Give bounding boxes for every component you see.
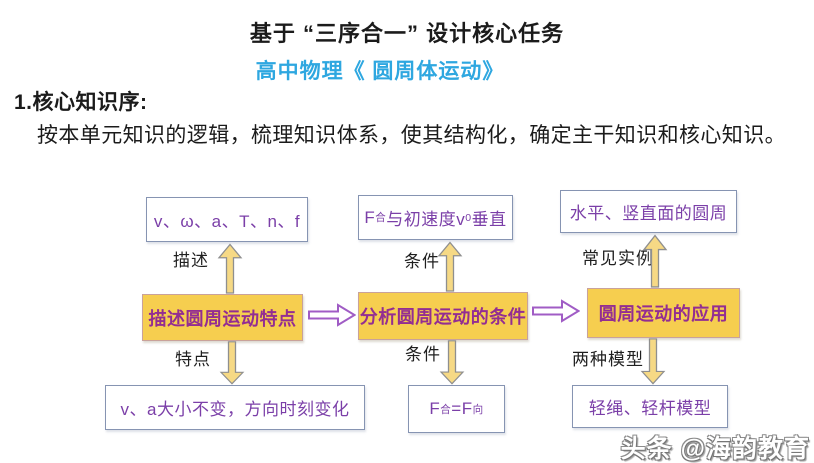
section-heading: 1.核心知识序: [14,91,148,114]
main-box-applications: 圆周运动的应用 [587,288,740,338]
down-arrow-icon [640,338,666,385]
main-box-describe-features: 描述圆周运动特点 [142,294,303,341]
box-rope-rod-models: 轻绳、轻杆模型 [572,385,728,428]
down-arrow-icon [219,341,245,385]
watermark-text: 头条 @海韵教育 [620,435,810,463]
up-arrow-icon [642,234,668,288]
label-common-examples: 常见实例 [582,249,654,268]
page-title: 基于 “三序合一” 设计核心任务 [249,21,565,46]
box-quantities: v、ω、a、T、n、f [146,197,308,242]
box-circle-planes: 水平、竖直面的圆周 [560,190,737,233]
main-box-analyze-conditions: 分析圆周运动的条件 [358,292,528,340]
right-arrow-icon [532,299,580,323]
label-condition-bottom: 条件 [405,345,441,364]
up-arrow-icon [217,243,243,294]
box-magnitude-direction: v、a大小不变，方向时刻变化 [105,385,365,430]
section-body-text: 按本单元知识的逻辑，梳理知识体系，使其结构化，确定主干知识和核心知识。 [37,124,786,147]
label-condition-top: 条件 [404,252,440,271]
page-subtitle: 高中物理《 圆周体运动》 [255,60,505,83]
label-describe: 描述 [173,251,209,270]
right-arrow-icon [308,303,356,327]
down-arrow-icon [439,340,465,385]
up-arrow-icon [437,241,463,292]
label-feature: 特点 [175,350,211,369]
label-two-models: 两种模型 [572,350,644,369]
